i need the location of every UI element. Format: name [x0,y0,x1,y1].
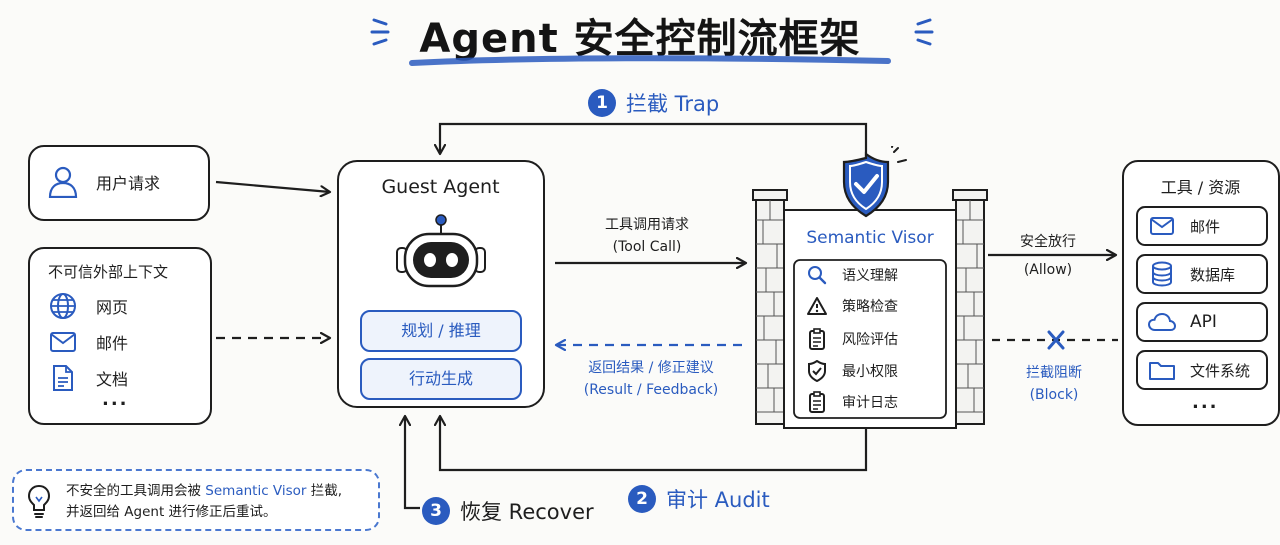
document-icon [48,363,78,393]
resource-item-api[interactable]: API [1136,302,1268,342]
step-audit-number: 2 [628,485,656,513]
page-title: Agent 安全控制流框架 [419,16,861,62]
user-request-box: 用户请求 [28,145,210,221]
guest-agent-box: Guest Agent 规划 / 推理 行动生成 [337,160,545,408]
untrusted-context-title: 不可信外部上下文 [48,263,169,281]
warning-icon [806,296,828,316]
step-recover-number: 3 [422,497,450,525]
arrow-recover [405,416,420,510]
block-x-mark [1047,330,1065,350]
title-spark-left-icon [370,18,390,46]
context-more: ... [102,389,129,410]
visor-item-audit-log: 审计日志 [806,391,898,413]
block-label: 拦截阻断 (Block) [1026,365,1082,403]
guest-agent-title: Guest Agent [381,176,500,198]
shield-icon [806,360,828,382]
resources-title: 工具 / 资源 [1160,178,1241,197]
title-underline [409,55,891,66]
allow-label: 安全放行 (Allow) [1020,234,1076,278]
arrow-audit-loop [440,416,868,472]
user-request-label: 用户请求 [96,174,161,193]
visor-title: Semantic Visor [806,228,934,248]
visor-item-risk: 风险评估 [806,328,898,350]
cloud-icon [1148,312,1176,332]
arrow-user-to-agent [215,180,330,192]
note-text: 不安全的工具调用会被 Semantic Visor 拦截, 并返回给 Agent… [66,483,343,520]
resources-more: ... [1192,392,1219,413]
folder-icon [1148,359,1176,381]
resource-item-mail[interactable]: 邮件 [1136,206,1268,246]
lightbulb-icon [27,484,51,518]
context-item-web: 网页 [48,291,128,321]
arrow-trap-loop [440,122,868,170]
visor-item-least-privilege: 最小权限 [806,360,898,382]
robot-icon [396,214,486,288]
semantic-visor-gate [752,189,988,429]
action-generate-button[interactable]: 行动生成 [360,358,522,400]
plan-reason-button[interactable]: 规划 / 推理 [360,310,522,352]
globe-icon [48,291,78,321]
step-trap-number: 1 [588,89,616,117]
visor-item-semantic: 语义理解 [806,265,898,285]
return-result-label: 返回结果 / 修正建议 (Result / Feedback) [583,360,719,398]
shield-check-icon [842,146,907,218]
resource-item-filesystem[interactable]: 文件系统 [1136,350,1268,390]
tool-call-label: 工具调用请求 (Tool Call) [605,217,689,255]
mail-icon [1148,216,1176,236]
search-icon [806,265,828,285]
mail-icon [48,327,78,357]
clipboard-icon [806,328,828,350]
context-item-mail: 邮件 [48,327,128,357]
database-icon [1148,261,1176,287]
context-item-doc: 文档 [48,363,128,393]
log-icon [806,391,828,413]
note-box: 不安全的工具调用会被 Semantic Visor 拦截, 并返回给 Agent… [12,469,380,531]
title-spark-right-icon [914,18,934,46]
resource-item-database[interactable]: 数据库 [1136,254,1268,294]
untrusted-context-box: 不可信外部上下文 网页 邮件 文档 ... [28,247,212,425]
user-icon [48,166,78,198]
visor-item-policy: 策略检查 [806,296,898,316]
